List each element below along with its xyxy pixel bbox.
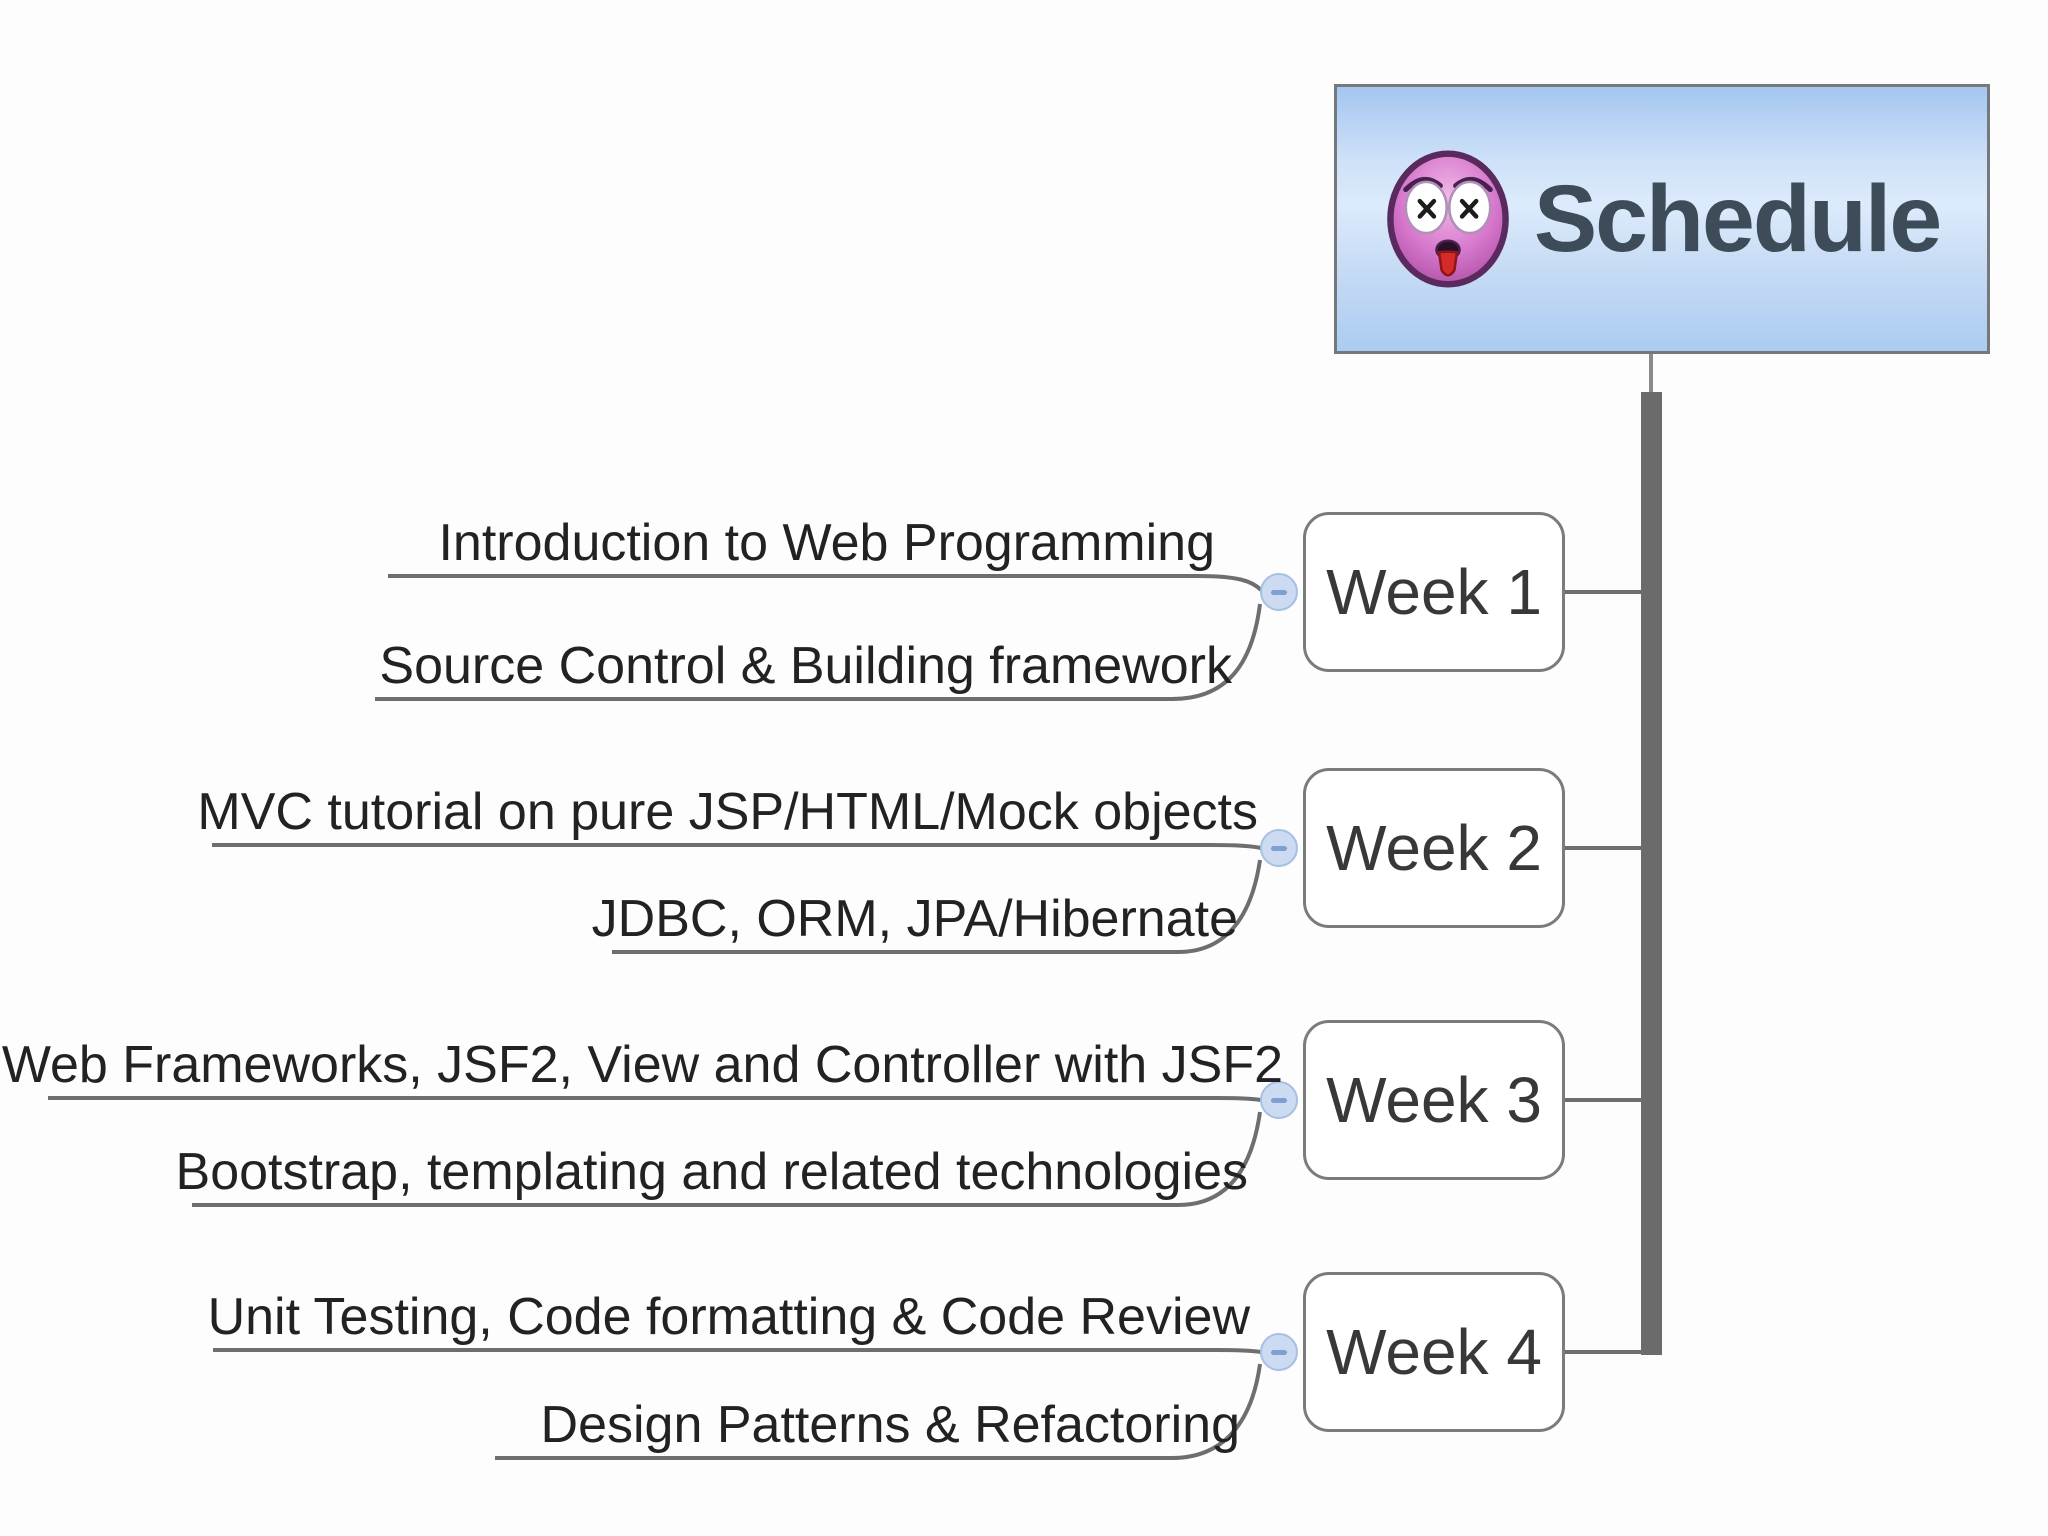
week-4-label: Week 4 (1326, 1316, 1542, 1388)
topic-branch-lines (48, 574, 1263, 1460)
collapse-toggle-week-1[interactable] (1260, 573, 1298, 611)
node-week-3[interactable]: Week 3 (1303, 1020, 1565, 1180)
minus-icon (1271, 589, 1287, 595)
week-3-label: Week 3 (1326, 1064, 1542, 1136)
minus-icon (1271, 1097, 1287, 1103)
minus-icon (1271, 845, 1287, 851)
root-stem-line (1649, 352, 1653, 396)
topic-week3-bootstrap-templating[interactable]: Bootstrap, templating and related techno… (175, 1143, 1248, 1201)
topic-week1-source-control-building[interactable]: Source Control & Building framework (379, 637, 1232, 695)
topic-week1-intro-web-programming[interactable]: Introduction to Web Programming (438, 514, 1215, 572)
minus-icon (1271, 1349, 1287, 1355)
collapse-toggle-week-3[interactable] (1260, 1081, 1298, 1119)
collapse-toggle-week-4[interactable] (1260, 1333, 1298, 1371)
week-trunk-connectors (1563, 590, 1643, 1354)
topic-week4-design-patterns[interactable]: Design Patterns & Refactoring (540, 1396, 1240, 1454)
node-week-4[interactable]: Week 4 (1303, 1272, 1565, 1432)
topic-week2-mvc-tutorial[interactable]: MVC tutorial on pure JSP/HTML/Mock objec… (197, 783, 1258, 841)
node-week-2[interactable]: Week 2 (1303, 768, 1565, 928)
topic-week3-web-frameworks-jsf2[interactable]: Web Frameworks, JSF2, View and Controlle… (1, 1036, 1283, 1094)
topic-week2-jdbc-orm-jpa[interactable]: JDBC, ORM, JPA/Hibernate (591, 890, 1238, 948)
collapse-toggle-week-2[interactable] (1260, 829, 1298, 867)
node-week-1[interactable]: Week 1 (1303, 512, 1565, 672)
topic-week4-unit-testing-code-review[interactable]: Unit Testing, Code formatting & Code Rev… (207, 1288, 1250, 1346)
week-1-label: Week 1 (1326, 556, 1542, 628)
trunk-line (1641, 392, 1662, 1355)
root-node-schedule[interactable]: Schedule (1334, 84, 1990, 354)
shocked-face-icon (1387, 150, 1509, 288)
week-2-label: Week 2 (1326, 812, 1542, 884)
root-node-label: Schedule (1533, 165, 1942, 272)
